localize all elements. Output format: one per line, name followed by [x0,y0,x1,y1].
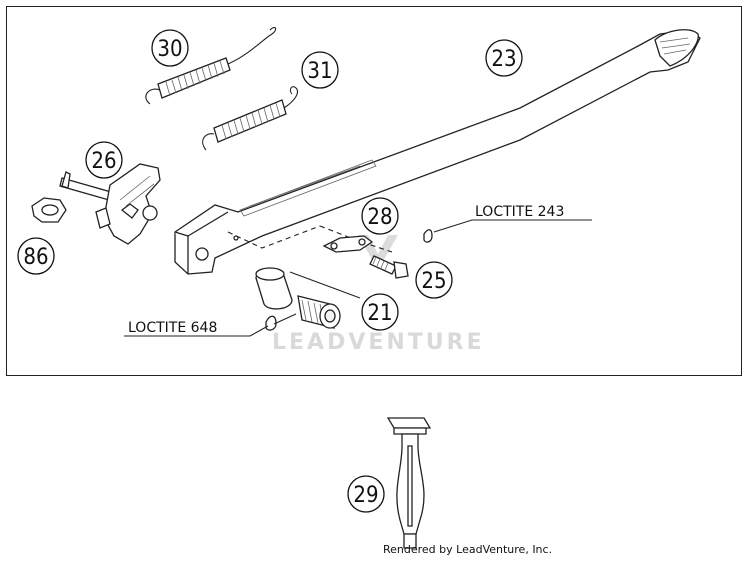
svg-text:25: 25 [421,269,446,294]
spring-30 [145,26,277,105]
lock-plate-28 [322,235,374,253]
callout-26: 26 [85,141,123,179]
bushing-21 [255,267,293,310]
svg-text:26: 26 [91,149,116,174]
bolt-21 [297,295,341,329]
loctite-648-label: LOCTITE 648 [128,320,217,336]
nut-86 [31,197,67,223]
callout-31: 31 [301,51,339,89]
watermark-text: LEADVENTURE [272,330,485,355]
svg-text:30: 30 [157,37,182,62]
loctite-648-drop [265,315,277,331]
svg-text:28: 28 [367,205,392,230]
callout-25: 25 [415,261,453,299]
svg-text:29: 29 [353,483,378,508]
callout-29: 29 [347,475,385,513]
svg-text:23: 23 [491,47,516,72]
spring-31 [202,86,299,151]
bolt-648-leader [273,313,297,325]
render-credit: Rendered by LeadVenture, Inc. [383,543,553,556]
diagram-frame [6,6,742,376]
loctite-648-leader [124,325,269,337]
loctite-243-drop [423,229,433,243]
loctite-243-leader [433,219,592,233]
callout-21: 21 [361,293,399,331]
assembly-line-a [227,225,321,249]
callout-86: 86 [17,237,55,275]
side-stand-leg [174,29,701,275]
callout-30: 30 [151,29,189,67]
svg-text:31: 31 [307,59,332,84]
bushing-leader [289,271,361,299]
callout-23: 23 [485,39,523,77]
loctite-243-label: LOCTITE 243 [475,204,564,220]
svg-text:21: 21 [367,301,392,326]
pivot-bracket [59,163,161,245]
stand-tool-29 [386,417,432,549]
callout-28: 28 [361,197,399,235]
svg-text:86: 86 [23,245,48,270]
screw-25 [369,255,409,279]
